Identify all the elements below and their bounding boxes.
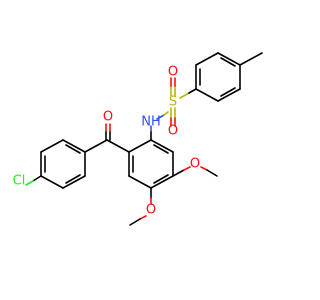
bond	[128, 139, 152, 153]
structure-diagram: Cl O NH S O O O O	[13, 52, 263, 226]
bond	[183, 166, 191, 171]
bond	[65, 174, 81, 184]
methoxy-oxygen-upper-label: O	[190, 157, 200, 172]
bond	[84, 139, 108, 153]
chlorine-label: Cl	[13, 174, 26, 189]
bond	[62, 139, 86, 153]
bond	[220, 87, 236, 97]
bond	[188, 88, 197, 94]
bond	[220, 57, 236, 67]
methoxy-oxygen-lower-label: O	[146, 203, 156, 218]
bond	[129, 218, 141, 226]
sulfur-label: S	[169, 95, 177, 110]
bond	[62, 175, 86, 189]
chlorophenyl-ring	[25, 139, 86, 189]
dimethoxyphenyl-ring	[128, 139, 174, 189]
bond	[25, 180, 34, 186]
bond	[106, 139, 130, 153]
bond	[206, 169, 218, 177]
carbonyl-group	[84, 123, 130, 153]
methoxy-groups	[129, 166, 218, 226]
sulfonyl-oxygen-bottom-label: O	[168, 124, 178, 139]
bond	[163, 111, 169, 116]
nh-label: NH	[141, 115, 161, 130]
bond	[32, 175, 42, 182]
bond	[239, 52, 263, 66]
molecule-canvas: Cl O NH S O O O O	[13, 52, 263, 226]
amine-linkage	[150, 111, 169, 141]
bond	[195, 52, 219, 66]
bond	[139, 215, 147, 220]
bond	[200, 166, 208, 171]
sulfonyl-oxygen-top-label: O	[168, 65, 178, 80]
bond	[65, 144, 81, 154]
bond	[153, 174, 169, 184]
sulfonyl-group	[170, 77, 197, 127]
bond	[153, 144, 169, 154]
tolyl-ring	[195, 52, 263, 102]
bond	[195, 88, 219, 102]
bond	[217, 88, 241, 102]
bond	[40, 175, 64, 189]
bond	[150, 139, 174, 153]
bond	[128, 175, 152, 189]
bond	[156, 114, 165, 120]
bond	[179, 92, 190, 99]
bond	[172, 169, 185, 177]
carbonyl-oxygen-label: O	[103, 110, 113, 125]
bond	[217, 52, 241, 66]
bond	[150, 175, 174, 189]
bond	[40, 139, 64, 153]
